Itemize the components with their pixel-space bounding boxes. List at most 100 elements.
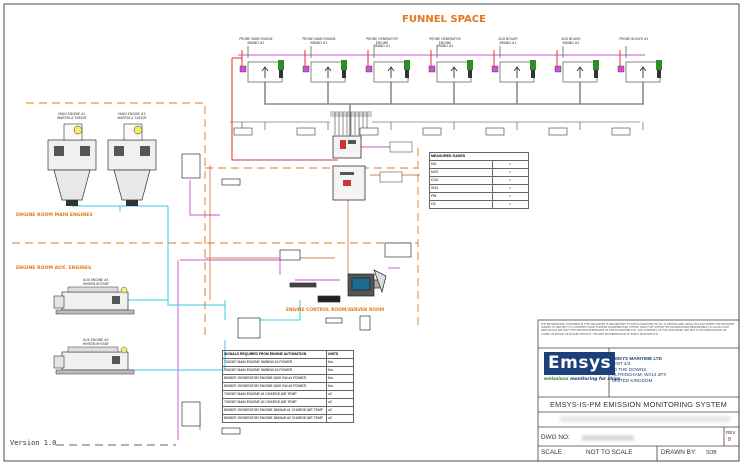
probe-head bbox=[278, 60, 284, 70]
exhaust-lines bbox=[264, 80, 644, 136]
probe-label-line: BRAND #1 bbox=[247, 40, 265, 45]
probe-body bbox=[342, 70, 346, 78]
flow-arrow-icon bbox=[450, 66, 458, 78]
drawn-by-value: SOB bbox=[706, 450, 717, 456]
gas-row: NO2✓ bbox=[429, 168, 530, 177]
heated-line-box bbox=[554, 65, 562, 73]
version-dashes bbox=[56, 444, 176, 446]
turbocharger-icon bbox=[133, 125, 143, 135]
probe-assembly bbox=[617, 52, 662, 83]
gas-row: NO✓ bbox=[429, 160, 530, 169]
signal-lines-green bbox=[247, 46, 627, 58]
aux-engine-2-drawing bbox=[53, 346, 135, 375]
signal-label: 7X62DF MAIN ENGINE 9465KW #2 POWER bbox=[222, 366, 327, 375]
dwg-no-blurred bbox=[582, 435, 634, 441]
probe-assembly bbox=[554, 52, 599, 83]
scale-value: NOT TO SCALE bbox=[586, 449, 633, 456]
zone-boundaries bbox=[12, 102, 419, 340]
gas-check-icon: ✓ bbox=[491, 168, 530, 177]
signal-unit: Kw bbox=[326, 358, 354, 367]
engine-room-main-label: ENGINE ROOM MAIN ENGINES bbox=[16, 213, 93, 218]
rev-label: REV bbox=[726, 430, 736, 435]
probe-assembly bbox=[365, 52, 410, 83]
control-room-equipment bbox=[181, 153, 412, 435]
address-line: 30 THE DOWNS, bbox=[612, 366, 648, 372]
aux-engine-1-drawing bbox=[53, 286, 135, 315]
engine-detail bbox=[112, 356, 120, 364]
signal-unit: oC bbox=[326, 414, 354, 423]
drawing-title: EMSYS-IS-PM EMISSION MONITORING SYSTEM bbox=[549, 400, 728, 409]
company-address: EMSYS MARITIME LTD UNIT 2/3 30 THE DOWNS… bbox=[612, 356, 666, 383]
turbocharger-icon bbox=[120, 346, 128, 354]
gas-check-icon: ✓ bbox=[491, 160, 530, 169]
engine-detail bbox=[112, 296, 120, 304]
signal-row: 8H35DF GENERATOR ENGINE 3840kW #2 CHARGE… bbox=[222, 414, 354, 423]
heated-line-box bbox=[365, 65, 373, 73]
signal-row: 8H35DF GENERATOR ENGINE 4000 KW #1 POWER… bbox=[222, 374, 354, 383]
probe-label-line: BRAND #2 bbox=[436, 44, 454, 49]
generator bbox=[53, 355, 65, 369]
probe-head bbox=[593, 60, 599, 70]
probe-body bbox=[531, 70, 535, 78]
engine-skid bbox=[55, 309, 135, 315]
analyser-cabinet bbox=[332, 135, 413, 201]
probe-head bbox=[341, 60, 347, 70]
probe-label-line: BRAND #2 bbox=[310, 40, 328, 45]
signal-label: 8H35DF GENERATOR ENGINE 3840kW #1 CHARGE… bbox=[222, 406, 327, 415]
probe-head bbox=[404, 60, 410, 70]
signal-unit: oC bbox=[326, 398, 354, 407]
gas-check-icon: ✓ bbox=[491, 192, 530, 201]
main-engine-drawings bbox=[47, 123, 157, 206]
gas-name: PM bbox=[429, 192, 493, 201]
logo-tag-suffix: monitoring for ships bbox=[568, 377, 621, 382]
probe-label-line: BRAND #1 bbox=[499, 40, 517, 45]
gas-row: CO2✓ bbox=[429, 176, 530, 185]
probe-body bbox=[405, 70, 409, 78]
probe-assembly bbox=[302, 52, 347, 83]
engine-detail bbox=[54, 146, 64, 156]
network-lines-cyan bbox=[72, 205, 301, 371]
probe-head bbox=[656, 60, 662, 70]
company-logo: Emsys emissions monitoring for ships bbox=[544, 352, 621, 394]
engine-top bbox=[67, 286, 119, 293]
signals-header-right: UNITS bbox=[326, 350, 354, 359]
signal-label: 7X62DF MAIN ENGINE #1 CHARGE AIR TEMP bbox=[222, 390, 327, 399]
engine-base bbox=[113, 169, 151, 201]
gas-name: NO bbox=[429, 160, 493, 169]
probe-junction-boxes bbox=[233, 127, 631, 136]
signals-table: SIGNALS REQUIRED FROM ENGINE AUTOMATION … bbox=[222, 350, 354, 423]
gas-name: CO2 bbox=[429, 176, 493, 185]
control-room-label: ENGINE CONTROL ROOM/SERVER ROOM bbox=[286, 308, 385, 313]
flow-arrow-icon bbox=[387, 66, 395, 78]
probe-assemblies bbox=[239, 52, 662, 83]
address-line: UNITED KINGDOM bbox=[612, 377, 653, 383]
main-engine-1-drawing bbox=[47, 123, 97, 206]
flow-arrow-icon bbox=[261, 66, 269, 78]
rev-value: B bbox=[728, 437, 732, 443]
engine-detail bbox=[140, 146, 150, 156]
engine-skid bbox=[55, 369, 135, 375]
probe-assembly bbox=[491, 52, 536, 83]
flow-arrow-icon bbox=[513, 66, 521, 78]
logo-tag-prefix: emissions bbox=[544, 377, 569, 382]
probe-body bbox=[594, 70, 598, 78]
gas-row: SO2✓ bbox=[429, 184, 530, 193]
heated-line-box bbox=[239, 65, 247, 73]
engine-room-aux-label: ENGINE ROOM AUX. ENGINES bbox=[16, 266, 92, 271]
probe-label-line: PROBE MAIN ENGINE bbox=[239, 37, 273, 41]
engine-base bbox=[53, 169, 91, 201]
flow-arrow-icon bbox=[639, 66, 647, 78]
probe-label-line: PROBE MAIN ENGINE bbox=[302, 37, 336, 41]
gas-name: NO2 bbox=[429, 168, 493, 177]
probe-label-line: BRAND #2 bbox=[562, 40, 580, 45]
funnel-space-label: FUNNEL SPACE bbox=[402, 14, 486, 25]
probe-label-line: BRAND #1 bbox=[373, 44, 391, 49]
version-label: Version 1.0 bbox=[10, 439, 57, 447]
data-logger bbox=[347, 269, 387, 297]
